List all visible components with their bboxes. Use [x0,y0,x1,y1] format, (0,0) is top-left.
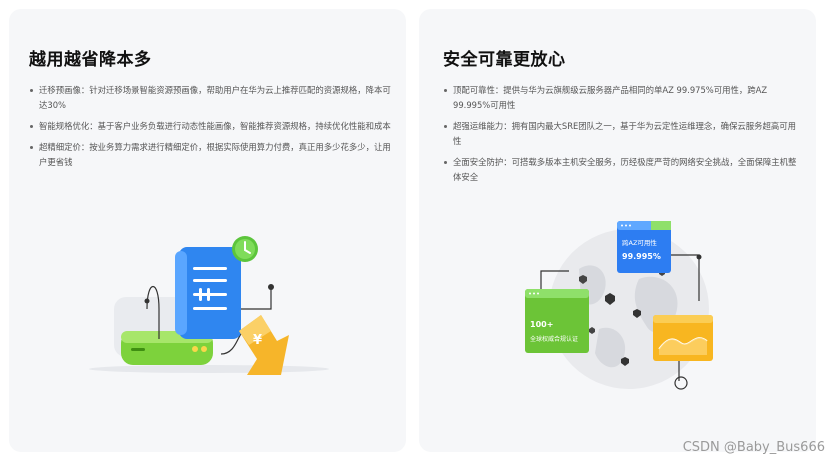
chart-icon [653,315,713,361]
card-title: 越用越省降本多 [29,50,152,70]
tag-value: 99.995% [622,252,661,261]
feature-list: 迁移预画像：针对迁移场景智能资源预画像，帮助用户在华为云上推荐匹配的资源规格，降… [29,83,395,176]
clock-icon [232,236,258,262]
document-icon [175,247,241,339]
tag-value: 100+ [530,320,553,329]
availability-tag: 跨AZ可用性 99.995% [617,221,671,273]
feature-item: 迁移预画像：针对迁移场景智能资源预画像，帮助用户在华为云上推荐匹配的资源规格，降… [29,83,395,113]
feature-card-security: 安全可靠更放心 顶配可靠性：提供与华为云旗舰级云服务器产品相同的单AZ 99.9… [419,9,816,452]
feature-list: 顶配可靠性：提供与华为云旗舰级云服务器产品相同的单AZ 99.975%可用性，跨… [443,83,803,191]
currency-arrow-icon: ¥ [239,315,289,375]
svg-text:¥: ¥ [253,333,262,348]
feature-item: 超强运维能力：拥有国内最大SRE团队之一，基于华为云定性运维理念，确保云服务超高… [443,119,803,149]
compliance-tag: 100+ 全球权威合规认证 [525,289,589,353]
cost-illustration: ¥ [89,236,329,375]
feature-item: 全面安全防护：可搭载多版本主机安全服务，历经极度严苛的网络安全挑战，全面保障主机… [443,155,803,185]
security-illustration: 跨AZ可用性 99.995% 100+ 全球权威合规认证 [525,221,713,390]
tag-label: 全球权威合规认证 [530,335,578,343]
tag-label: 跨AZ可用性 [622,238,657,247]
feature-item: 智能规格优化：基于客户业务负载进行动态性能画像，智能推荐资源规格，持续优化性能和… [29,119,395,134]
shield-icon [579,269,665,366]
watermark: CSDN @Baby_Bus666 [682,440,825,455]
feature-item: 超精细定价：按业务算力需求进行精细定价，根据实际使用算力付费，真正用多少花多少，… [29,140,395,170]
feature-item: 顶配可靠性：提供与华为云旗舰级云服务器产品相同的单AZ 99.975%可用性，跨… [443,83,803,113]
card-title: 安全可靠更放心 [443,50,566,70]
feature-card-cost: 越用越省降本多 迁移预画像：针对迁移场景智能资源预画像，帮助用户在华为云上推荐匹… [9,9,406,452]
